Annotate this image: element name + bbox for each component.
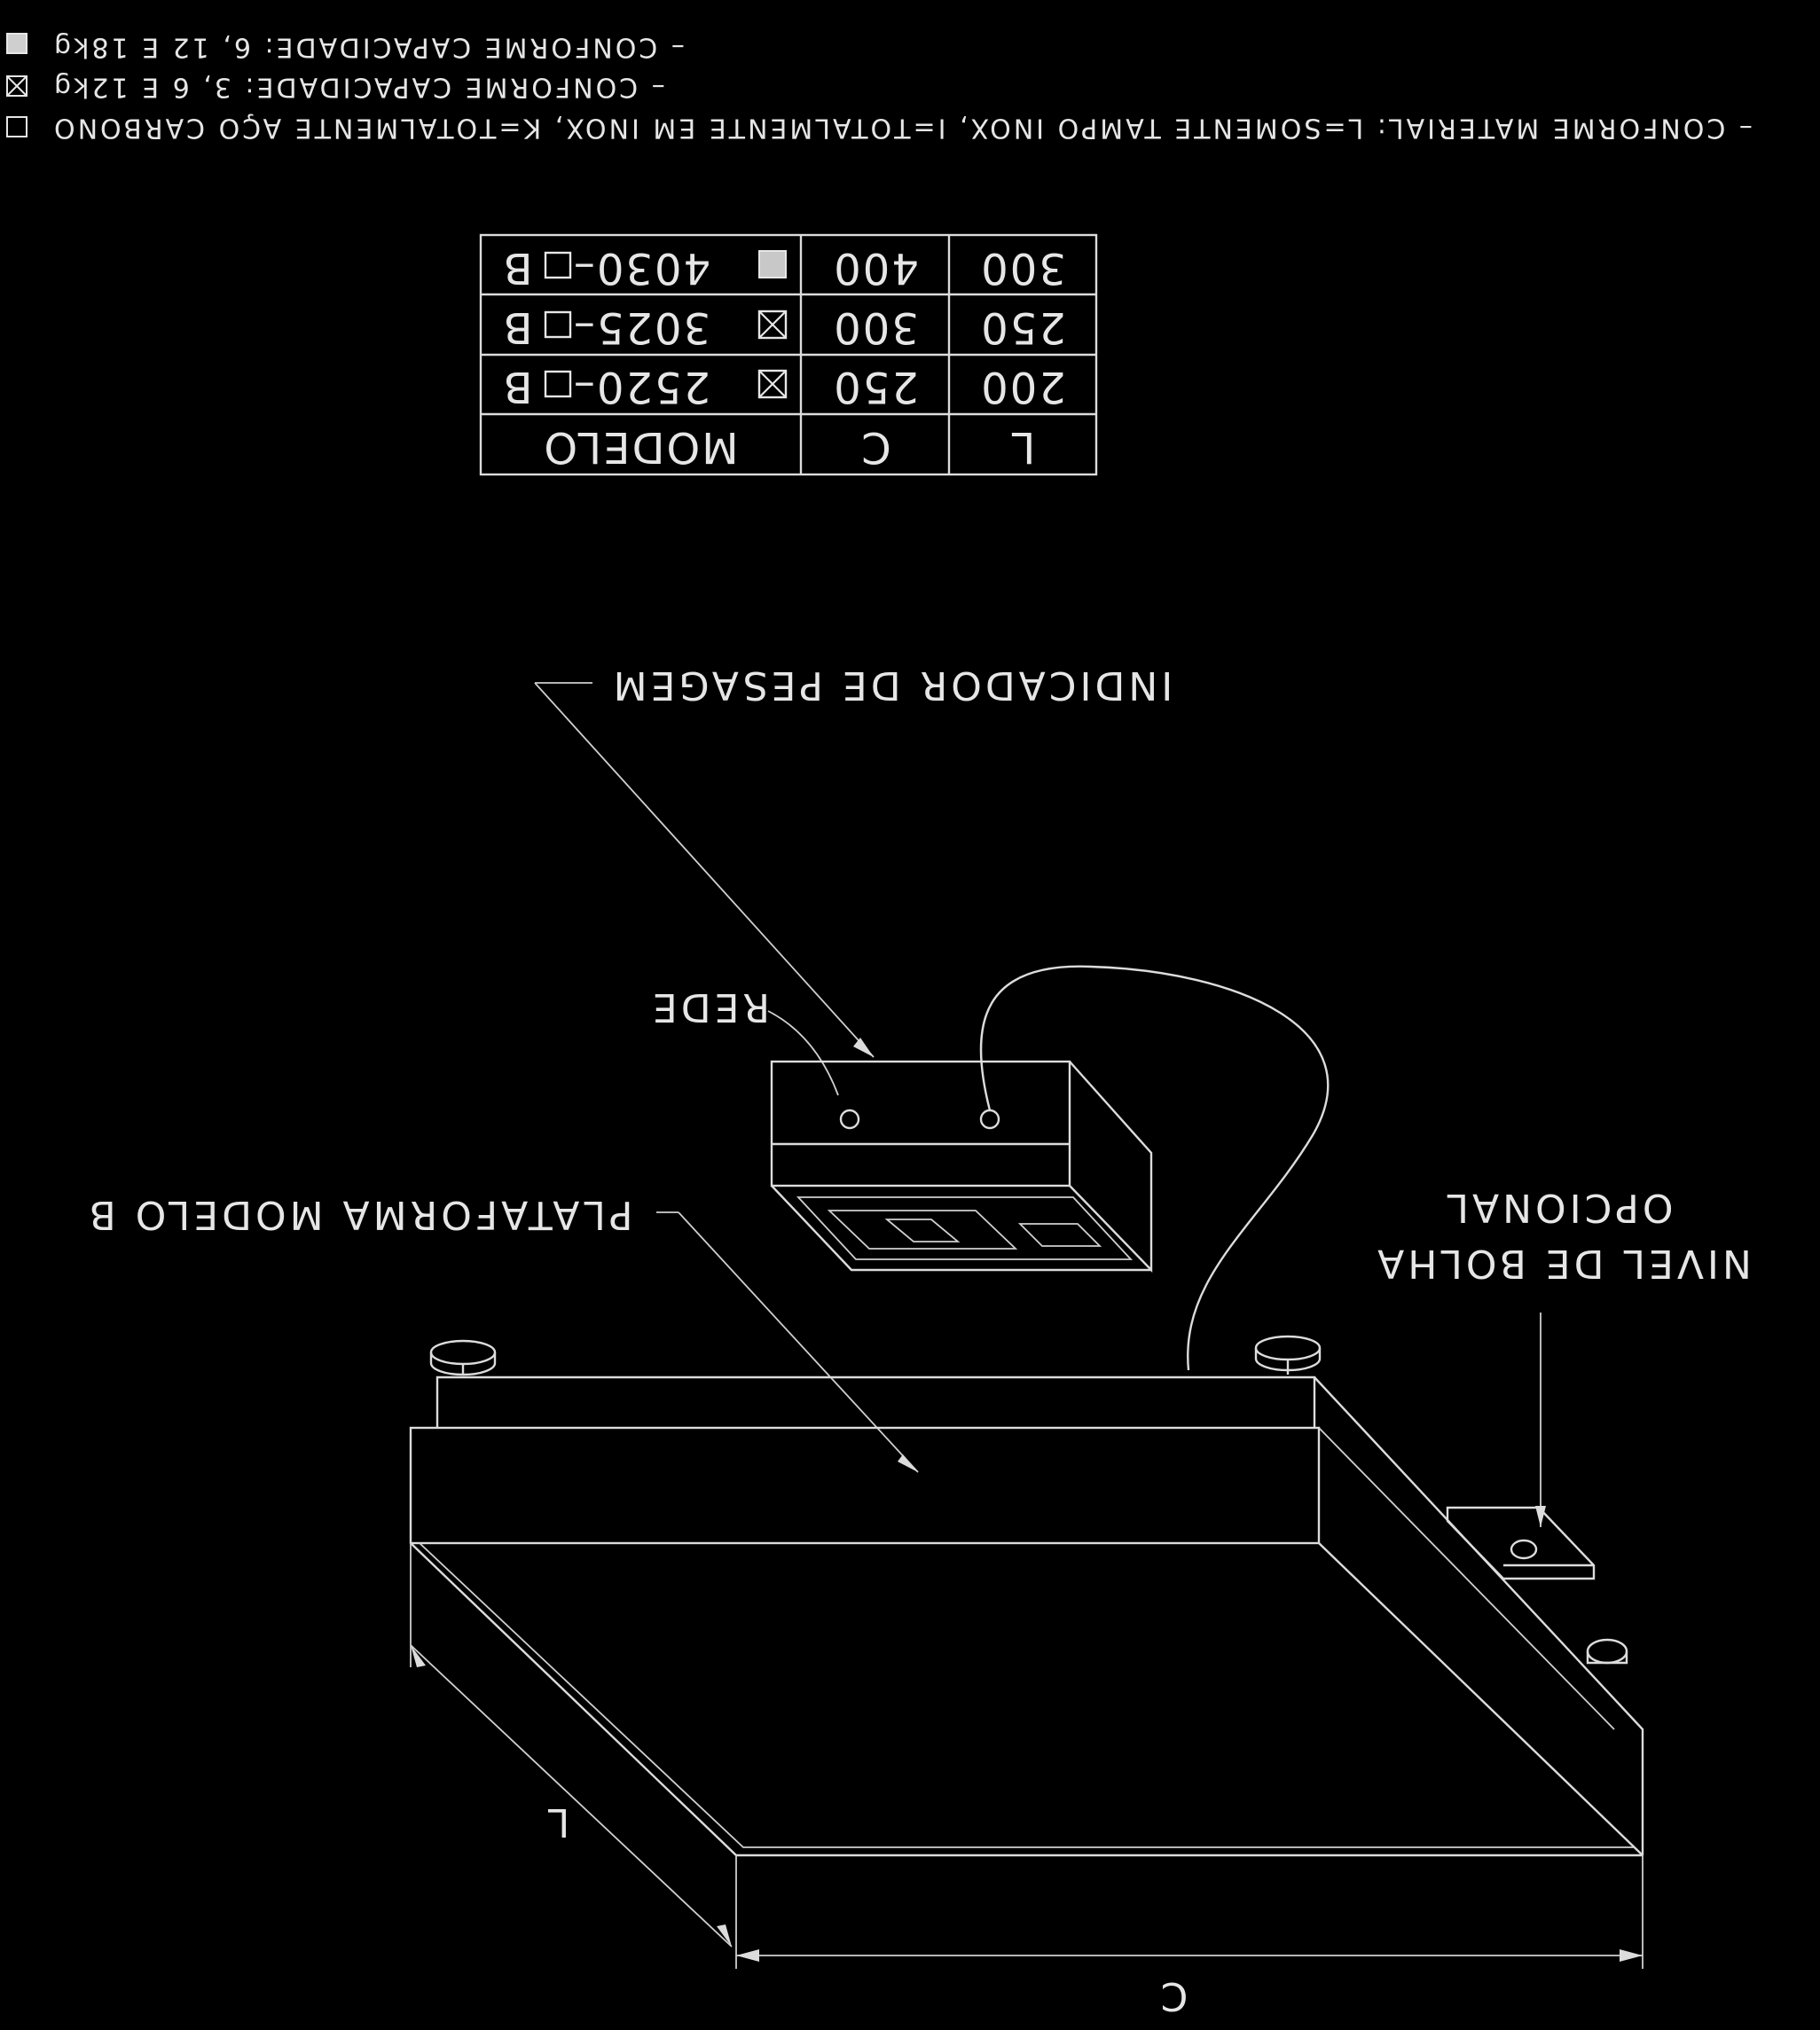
indicador-callout: INDICADOR DE PESAGEM — [534, 662, 1173, 1058]
empty-square-icon — [544, 310, 572, 339]
row-prefix: B — [502, 302, 533, 352]
crossed-square-icon — [757, 369, 788, 399]
model-table: B 4030– 400 300 B 3025– 300 250 B 2520– — [479, 233, 1098, 476]
nivel-callout: OPCIONAL NIVEL DE BOLHA — [1374, 1185, 1752, 1527]
header-c: C — [859, 422, 891, 472]
leveling-foot-icon — [429, 1339, 497, 1376]
filled-square-icon — [758, 250, 787, 278]
empty-square-icon — [6, 116, 27, 137]
dimension-l: L — [410, 1543, 733, 1948]
label-indicador: INDICADOR DE PESAGEM — [610, 662, 1173, 708]
table-row: B 2520– 250 200 — [502, 362, 1066, 411]
leveling-foot-icon — [1586, 1638, 1628, 1665]
table-row: B 3025– 300 250 — [502, 302, 1066, 352]
dimension-c: C — [735, 1855, 1643, 2018]
power-connector-icon — [839, 1109, 860, 1130]
row-code: 4030– — [572, 243, 710, 293]
header-l: L — [1010, 422, 1036, 472]
empty-square-icon — [544, 251, 572, 279]
row-l-value: 300 — [979, 243, 1066, 293]
rede-callout: REDE — [649, 984, 839, 1096]
cable-connector-icon — [979, 1109, 1000, 1130]
table-row: B 4030– 400 300 — [502, 243, 1066, 293]
note-capacity-2: – CONFORME CAPACIDADE: 3, 6 E 12kg — [51, 72, 665, 103]
label-dim-c: C — [1157, 1973, 1188, 2018]
label-dim-l: L — [545, 1799, 570, 1845]
weighing-indicator — [770, 965, 1330, 1371]
filled-square-icon — [6, 33, 27, 54]
leveling-foot-icon — [1254, 1335, 1322, 1375]
plataforma-callout: PLATAFORMA MODELO B — [86, 1192, 919, 1473]
crossed-square-icon — [6, 75, 27, 97]
row-l-value: 250 — [979, 302, 1066, 352]
label-nivel: NIVEL DE BOLHA — [1374, 1241, 1752, 1286]
row-l-value: 200 — [979, 362, 1066, 411]
empty-square-icon — [544, 370, 572, 398]
row-code: 2520– — [572, 362, 710, 411]
crossed-square-icon — [757, 310, 788, 340]
notes-legend: – CONFORME CAPACIDADE: 6, 12 E 18kg – CO… — [6, 32, 1753, 144]
bubble-level-icon — [1446, 1506, 1596, 1580]
row-code: 3025– — [572, 302, 710, 352]
weighing-platform — [409, 1335, 1644, 1857]
label-opcional: OPCIONAL — [1443, 1185, 1673, 1230]
header-modelo: MODELO — [542, 422, 738, 472]
table-header: MODELO C L — [542, 422, 1035, 472]
row-prefix: B — [502, 362, 533, 411]
note-material: – CONFORME MATERIAL: L=SOMENTE TAMPO INO… — [51, 113, 1753, 144]
note-capacity-1: – CONFORME CAPACIDADE: 6, 12 E 18kg — [51, 32, 685, 63]
row-c-value: 400 — [832, 243, 919, 293]
row-c-value: 300 — [832, 302, 919, 352]
label-rede: REDE — [649, 984, 770, 1030]
row-c-value: 250 — [832, 362, 919, 411]
label-plataforma: PLATAFORMA MODELO B — [86, 1192, 633, 1237]
row-prefix: B — [502, 243, 533, 293]
